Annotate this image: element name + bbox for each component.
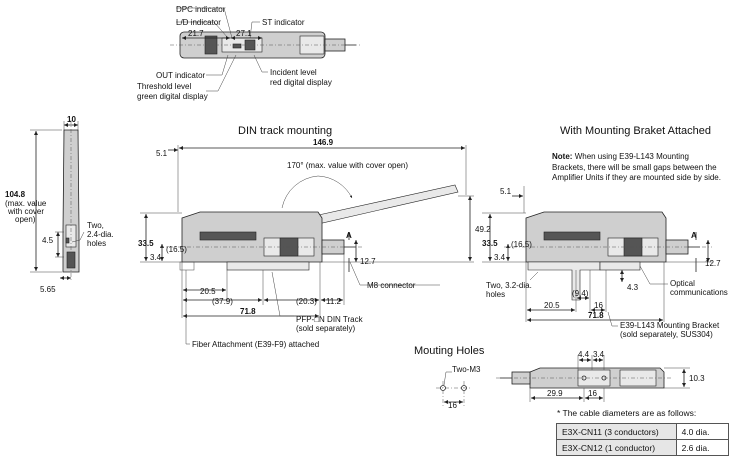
bracket-note-label: Note: [552, 152, 573, 161]
din-dim-16-5: (16.5) [166, 245, 187, 254]
dim-104-8-note2: with cover [7, 207, 44, 216]
mounting-holes-drawing [436, 371, 472, 406]
din-dim-3-4: 3.4 [150, 253, 162, 262]
din-dim-20-3: (20.3) [296, 297, 317, 306]
holes-title: Mouting Holes [414, 345, 485, 357]
dim-10: 10 [67, 115, 76, 124]
din-dim-20-5: 20.5 [200, 287, 216, 296]
incident-level-label: Incident level [270, 68, 317, 77]
din-title: DIN track mounting [238, 125, 332, 137]
dim-27-1: 27.1 [236, 29, 252, 38]
din-fiber-attachment: Fiber Attachment (E39-F9) attached [192, 340, 319, 349]
din-pfp-sold: (sold separately) [296, 324, 355, 333]
cable-diameter: 4.0 dia. [675, 423, 729, 440]
holes-dim-16: 16 [448, 401, 457, 410]
ld-indicator-label: L/D indicator [176, 18, 221, 27]
din-section-a: A [346, 231, 352, 240]
bracket-title: With Mounting Braket Attached [560, 125, 711, 137]
side-holes-line3: holes [87, 239, 106, 248]
bottom-dim-16: 16 [588, 389, 597, 398]
bracket-dim-20-5: 20.5 [544, 301, 560, 310]
din-dim-146-9: 146.9 [313, 138, 334, 147]
dim-104-8-note1: (max. value [5, 199, 47, 208]
din-dim-33-5: 33.5 [138, 239, 154, 248]
dim-21-7: 21.7 [188, 29, 204, 38]
bracket-dim-3-4: 3.4 [494, 253, 506, 262]
din-dim-5-1: 5.1 [156, 149, 168, 158]
threshold-display-label: green digital display [137, 92, 208, 101]
bracket-dim-16: 16 [594, 301, 603, 310]
out-indicator-label: OUT indicator [156, 71, 206, 80]
bracket-mounting-drawing [482, 186, 712, 327]
side-holes-line1: Two, [87, 221, 104, 230]
bottom-view-drawing [496, 355, 690, 402]
din-dim-11-2: 11.2 [326, 297, 342, 306]
bracket-note: Note: When using E39-L143 Mounting Brack… [552, 152, 724, 184]
cable-table: E3X-CN11 (3 conductors) 4.0 dia. E3X-CN1… [556, 423, 729, 456]
bracket-dim-33-5: 33.5 [482, 239, 498, 248]
table-row: E3X-CN11 (3 conductors) 4.0 dia. [556, 423, 729, 440]
bracket-dim-16-5: (16.5) [511, 240, 532, 249]
cable-model: E3X-CN11 (3 conductors) [556, 423, 677, 440]
incident-display-label: red digital display [270, 78, 332, 87]
bracket-optical-2: communications [670, 288, 728, 297]
bottom-dim-10-3: 10.3 [689, 374, 705, 383]
bottom-dim-4-4: 4.4 [578, 350, 590, 359]
bottom-dim-3-4: 3.4 [593, 350, 605, 359]
din-dim-12-7: 12.7 [360, 257, 376, 266]
cable-diameter: 2.6 dia. [675, 439, 729, 456]
bracket-holes-line2: holes [486, 290, 505, 299]
bracket-part-name: E39-L143 Mounting Bracket [620, 321, 720, 330]
holes-two-m3: Two-M3 [452, 365, 481, 374]
bracket-part-sold: (sold separately, SUS304) [620, 330, 713, 339]
dim-104-8-note3: open) [15, 215, 36, 224]
side-view-drawing [30, 120, 85, 282]
bracket-note-text: When using E39-L143 Mounting Brackets, t… [552, 152, 721, 182]
bracket-dim-12-7: 12.7 [705, 259, 721, 268]
cable-table-title: * The cable diameters are as follows: [557, 408, 697, 418]
din-m8-connector: M8 connector [367, 281, 416, 290]
din-dim-71-8: 71.8 [240, 307, 256, 316]
bracket-optical-1: Optical [670, 279, 695, 288]
bracket-dim-71-8: 71.8 [588, 311, 604, 320]
din-mounting-drawing [140, 145, 474, 345]
bracket-dim-9-4: (9.4) [572, 289, 589, 298]
din-pfp-track: PFP-□N DIN Track [296, 315, 364, 324]
dim-104-8: 104.8 [5, 190, 26, 199]
dpc-indicator-label: DPC indicator [176, 5, 226, 14]
cable-model: E3X-CN12 (1 conductor) [556, 439, 677, 456]
bracket-holes-line1: Two, 3.2-dia. [486, 281, 532, 290]
din-angle: 170° (max. value with cover open) [287, 161, 408, 170]
side-holes-line2: 2.4-dia. [87, 230, 114, 239]
din-dim-49-2: 49.2 [475, 225, 491, 234]
din-dim-37-9: (37.9) [212, 297, 233, 306]
dim-5-65: 5.65 [40, 285, 56, 294]
bracket-section-a: A [691, 231, 697, 240]
bracket-dim-5-1: 5.1 [500, 187, 512, 196]
bracket-dim-4-3: 4.3 [627, 283, 639, 292]
dim-4-5: 4.5 [42, 236, 54, 245]
top-view-drawing [170, 7, 360, 92]
st-indicator-label: ST indicator [262, 18, 305, 27]
table-row: E3X-CN12 (1 conductor) 2.6 dia. [556, 439, 729, 456]
threshold-level-label: Threshold level [137, 82, 191, 91]
bottom-dim-29-9: 29.9 [547, 389, 563, 398]
